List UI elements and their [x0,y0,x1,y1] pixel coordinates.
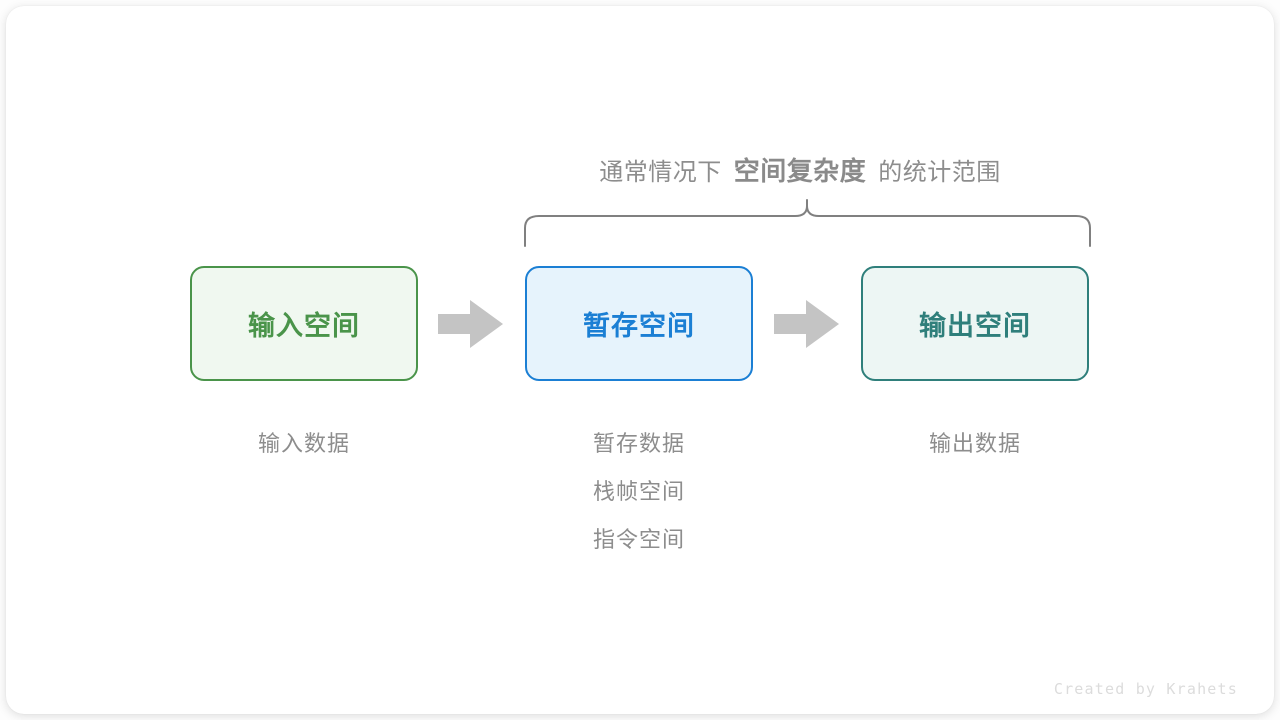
caption-suffix: 的统计范围 [878,158,1001,186]
space-box-temp[interactable]: 暂存空间 [525,266,753,381]
sublabel-item: 暂存数据 [592,431,685,456]
space-box-output[interactable]: 输出空间 [861,266,1089,381]
sublabel-item: 指令空间 [592,527,685,552]
sublabels-output: 输出数据 [861,420,1089,468]
watermark-credit: Created by Krahets [1053,680,1238,698]
brace-caption: 通常情况下 空间复杂度 的统计范围 [560,148,1040,190]
space-box-input[interactable]: 输入空间 [190,266,418,381]
space-box-input-label: 输入空间 [248,311,360,341]
sublabel-item: 输出数据 [928,431,1021,456]
sublabels-temp: 暂存数据 栈帧空间 指令空间 [525,420,753,564]
arrow-input-to-temp-icon [438,299,504,349]
space-box-temp-label: 暂存空间 [583,311,695,341]
sublabel-item: 输入数据 [257,431,350,456]
caption-prefix: 通常情况下 [599,158,722,186]
curly-brace [515,196,1100,248]
sublabel-item: 栈帧空间 [592,479,685,504]
caption-emphasis: 空间复杂度 [733,155,867,186]
arrow-temp-to-output-icon [774,299,840,349]
sublabels-input: 输入数据 [190,420,418,468]
space-box-output-label: 输出空间 [919,311,1031,341]
